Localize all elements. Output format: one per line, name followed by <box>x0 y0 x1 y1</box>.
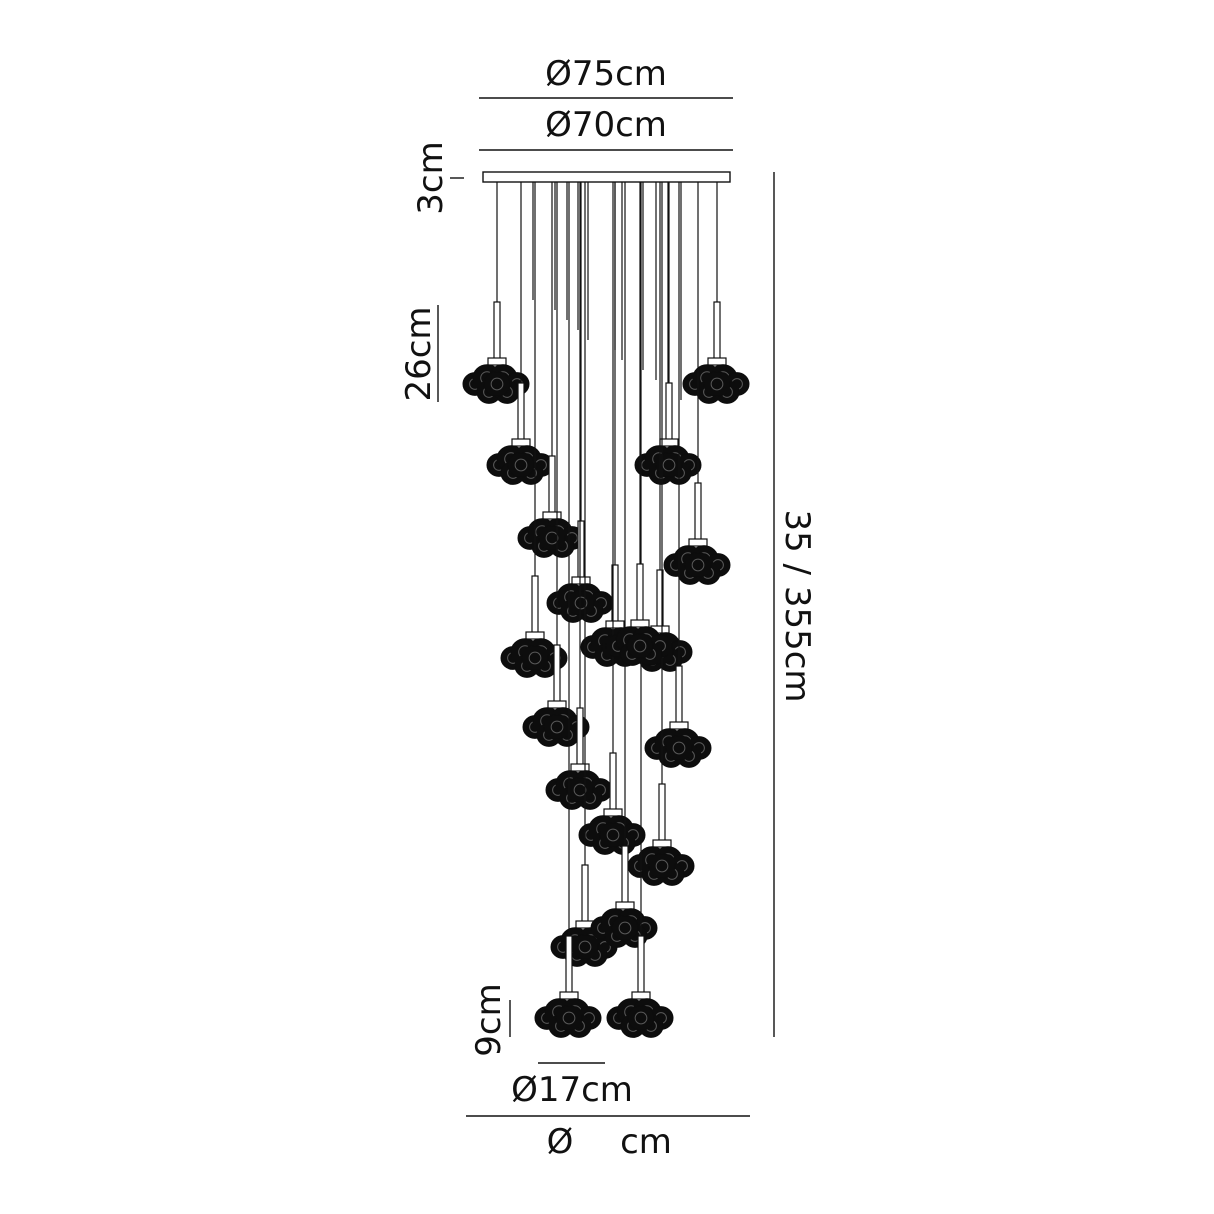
shade-15 <box>627 846 695 886</box>
ceiling-canopy <box>482 171 731 183</box>
rod-length-label: 26cm <box>399 306 439 401</box>
shade-petal <box>611 915 639 941</box>
suspension-rod <box>581 864 589 926</box>
shade-petal <box>627 1005 655 1031</box>
shade-cap <box>707 357 727 366</box>
petal-perforation <box>634 1011 648 1025</box>
suspension-rod <box>637 935 645 997</box>
shade-12 <box>644 728 712 768</box>
canopy-inner-diameter-label: Ø70cm <box>545 105 667 145</box>
suspension-rod <box>675 665 683 727</box>
petal-perforation <box>672 741 686 755</box>
shade-cap <box>487 357 507 366</box>
overall-drop-label: 35 / 355cm <box>777 509 817 702</box>
petal-perforation <box>545 531 559 545</box>
suspension-rod <box>531 575 539 637</box>
suspension-rod <box>517 382 525 444</box>
shade-11 <box>522 707 590 747</box>
shade-3 <box>486 445 554 485</box>
petal-perforation <box>606 828 620 842</box>
shade-4 <box>634 445 702 485</box>
petal-perforation <box>710 377 724 391</box>
petal-perforation <box>662 458 676 472</box>
suspension-rod <box>665 382 673 444</box>
shade-petal <box>703 371 731 397</box>
shade-20 <box>605 626 673 666</box>
shade-petal <box>507 452 535 478</box>
cluster-diameter-unit: cm <box>620 1122 672 1162</box>
suspension-rod <box>577 520 585 582</box>
shade-1 <box>462 364 530 404</box>
suspension-rod <box>576 707 584 769</box>
shade-6 <box>663 545 731 585</box>
petal-perforation <box>574 596 588 610</box>
suspension-rod <box>553 644 561 706</box>
canopy-outer-diameter-label: Ø75cm <box>545 54 667 94</box>
shade-petal <box>543 714 571 740</box>
petal-perforation <box>562 1011 576 1025</box>
shade-petal <box>566 777 594 803</box>
suspension-rod <box>621 845 629 907</box>
shade-diameter-label: Ø17cm <box>511 1070 633 1110</box>
petal-perforation <box>490 377 504 391</box>
shade-5 <box>517 518 585 558</box>
shade-cap <box>688 538 708 547</box>
shade-cap <box>571 576 591 585</box>
petal-perforation <box>550 720 564 734</box>
canopy-height-label: 3cm <box>411 141 451 214</box>
shade-petal <box>555 1005 583 1031</box>
suspension-rod <box>493 301 501 363</box>
shade-petal <box>648 853 676 879</box>
shade-cap <box>603 808 623 817</box>
shade-petal <box>571 934 599 960</box>
suspension-rod <box>658 783 666 845</box>
suspension-rod <box>565 935 573 997</box>
shade-height-label: 9cm <box>469 983 509 1056</box>
shade-cap <box>559 991 579 1000</box>
shade-petal <box>665 735 693 761</box>
shade-cap <box>511 438 531 447</box>
shade-petal <box>538 525 566 551</box>
shade-cap <box>570 763 590 772</box>
petal-perforation <box>618 921 632 935</box>
shade-16 <box>550 927 618 967</box>
shade-petal <box>599 822 627 848</box>
suspension-rod <box>694 482 702 544</box>
shade-19 <box>606 998 674 1038</box>
shade-18 <box>534 998 602 1038</box>
suspension-rod <box>609 752 617 814</box>
suspension-rod <box>548 455 556 517</box>
petal-perforation <box>528 651 542 665</box>
shade-17 <box>590 908 658 948</box>
shade-petal <box>483 371 511 397</box>
cluster-diameter-symbol: Ø <box>547 1122 574 1162</box>
shade-cap <box>615 901 635 910</box>
petal-perforation <box>655 859 669 873</box>
shade-cap <box>525 631 545 640</box>
suspension-rod <box>713 301 721 363</box>
shade-cap <box>659 438 679 447</box>
shade-petal <box>521 645 549 671</box>
shade-cap <box>542 511 562 520</box>
petal-perforation <box>578 940 592 954</box>
shade-cap <box>547 700 567 709</box>
petal-perforation <box>633 639 647 653</box>
pendant-cluster <box>462 182 750 1038</box>
shade-petal <box>626 633 654 659</box>
shade-cap <box>631 991 651 1000</box>
petal-perforation <box>573 783 587 797</box>
shade-cap <box>605 620 625 629</box>
shade-2 <box>682 364 750 404</box>
shade-petal <box>684 552 712 578</box>
shade-cap <box>630 619 650 628</box>
shade-13 <box>545 770 613 810</box>
petal-perforation <box>514 458 528 472</box>
shade-cap <box>669 721 689 730</box>
petal-perforation <box>691 558 705 572</box>
suspension-rod <box>636 563 644 625</box>
shade-petal <box>567 590 595 616</box>
shade-cap <box>652 839 672 848</box>
shade-14 <box>578 815 646 855</box>
